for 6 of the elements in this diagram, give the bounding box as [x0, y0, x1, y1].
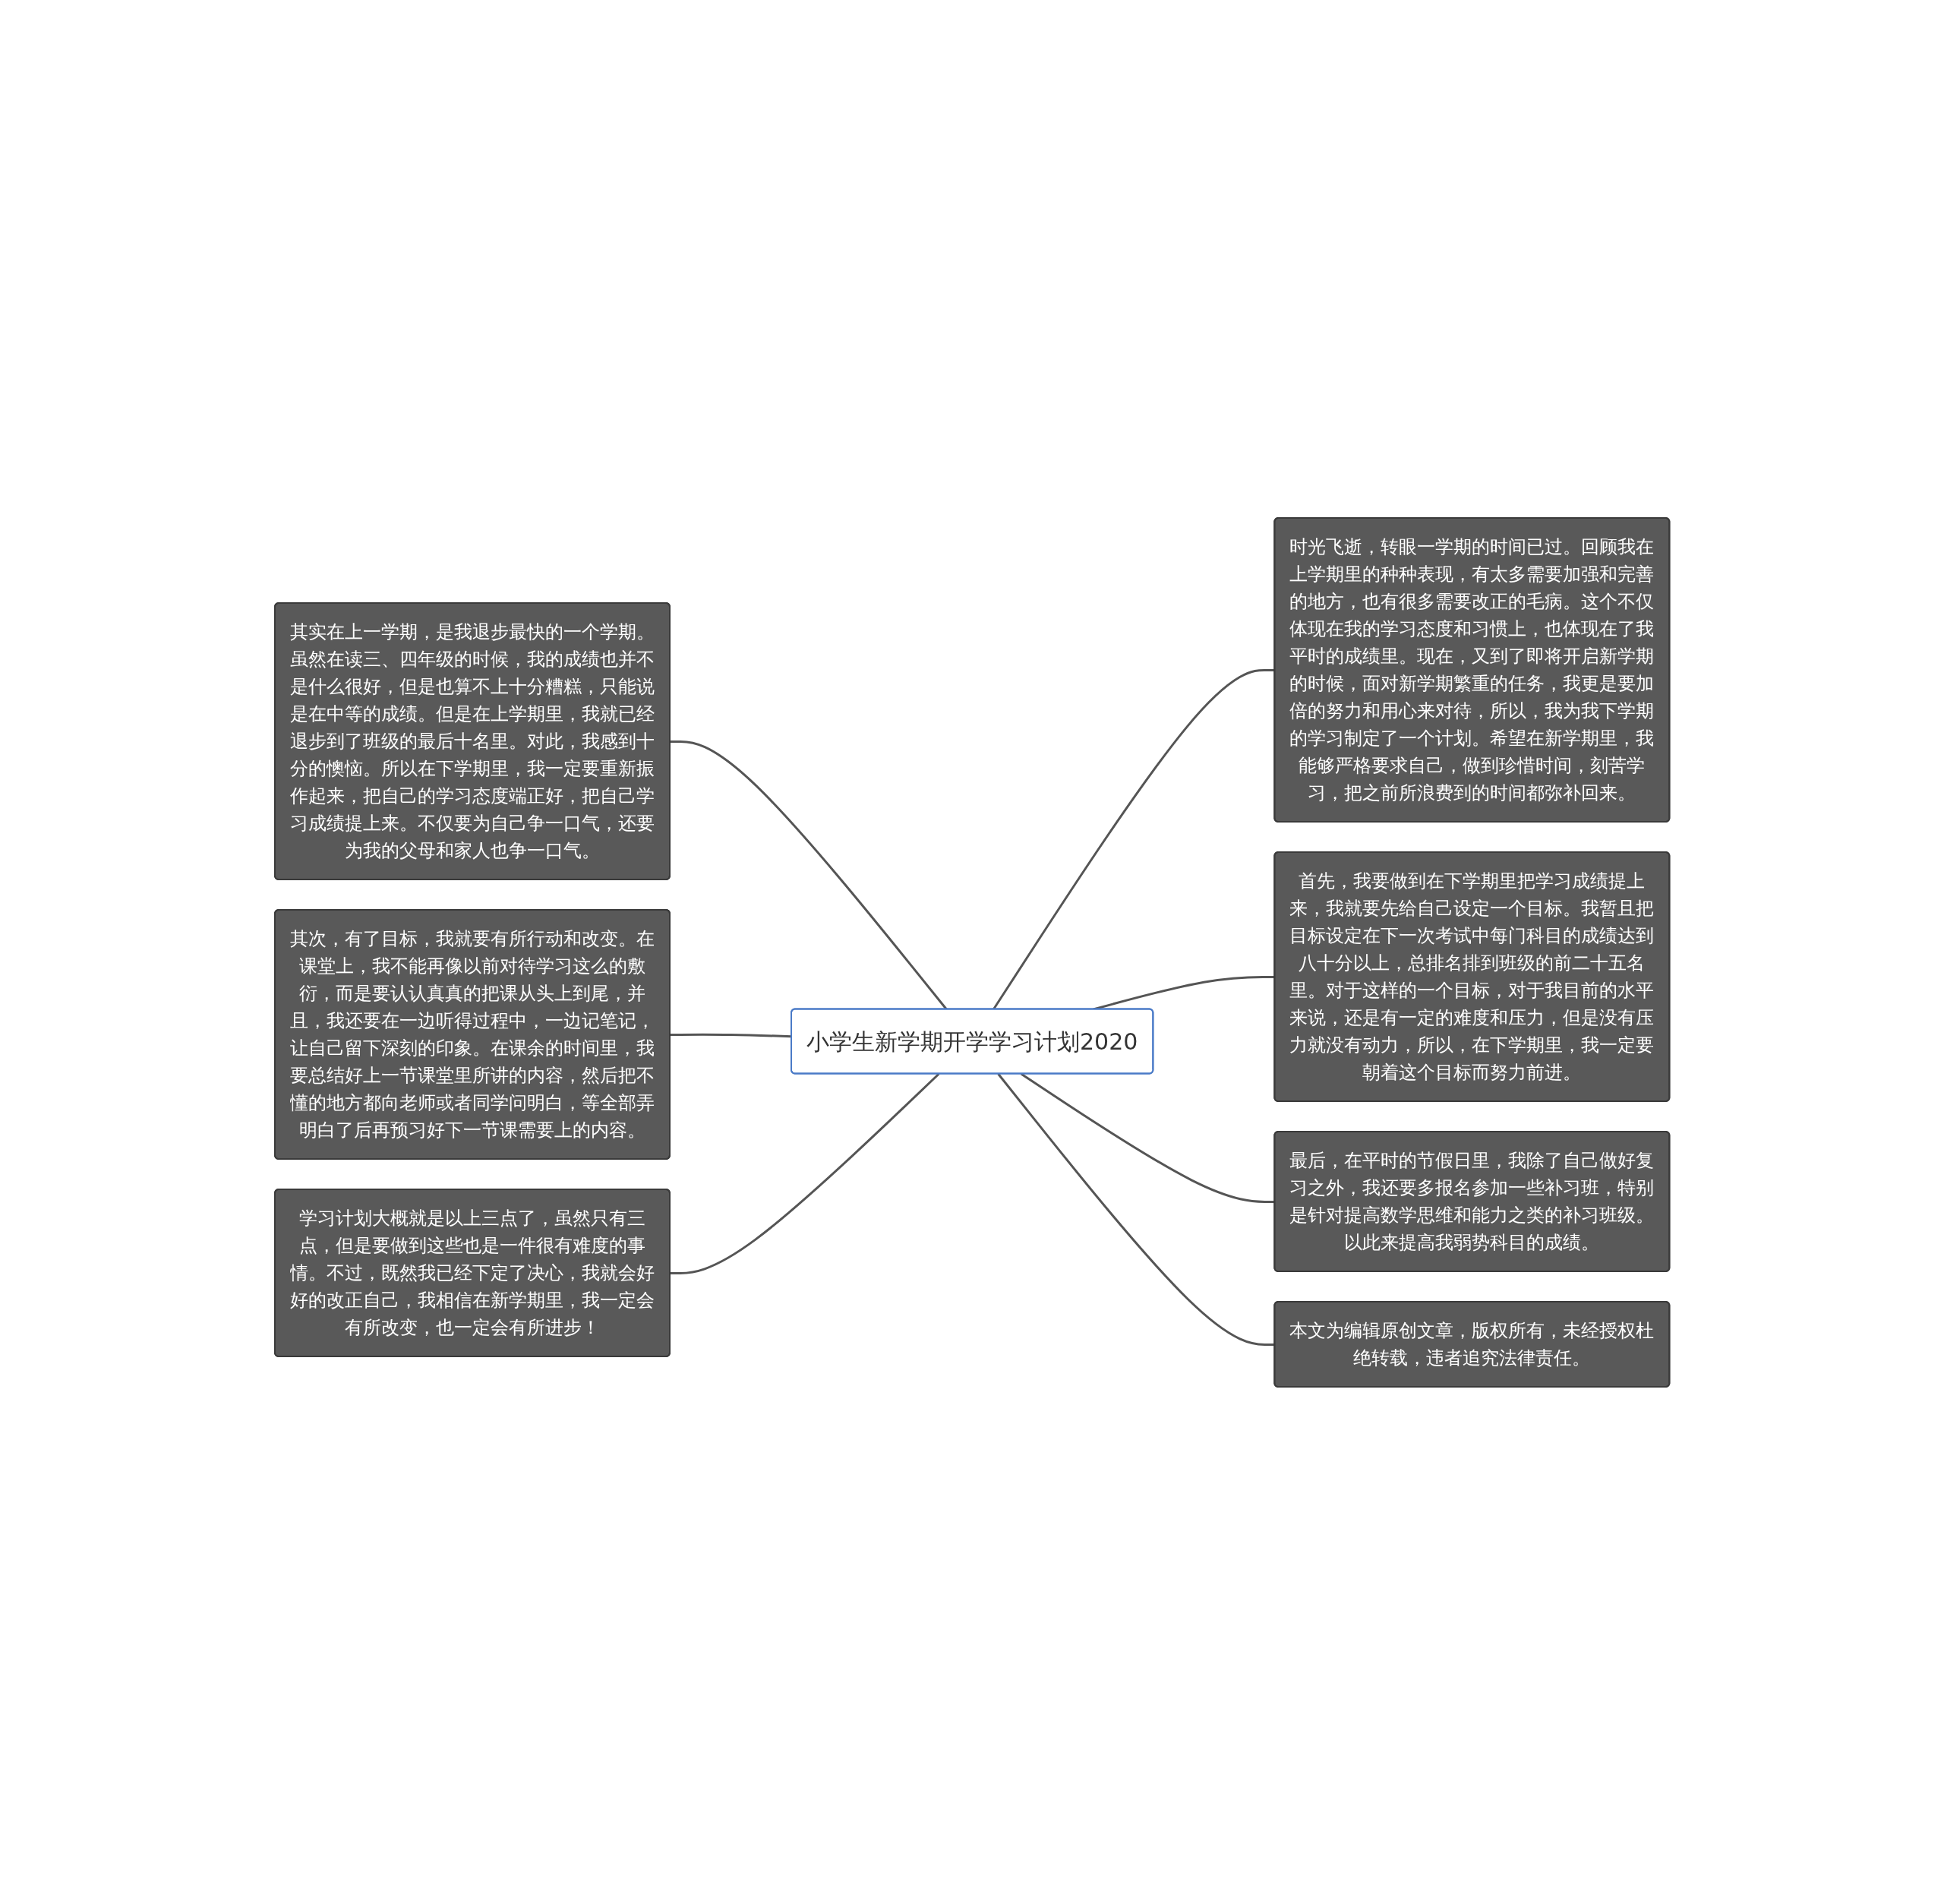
connector [992, 668, 1275, 1010]
connector [1093, 975, 1275, 1010]
connector [997, 1072, 1275, 1346]
connector [670, 740, 948, 1010]
connector [1020, 1072, 1275, 1203]
connector [670, 1072, 940, 1274]
